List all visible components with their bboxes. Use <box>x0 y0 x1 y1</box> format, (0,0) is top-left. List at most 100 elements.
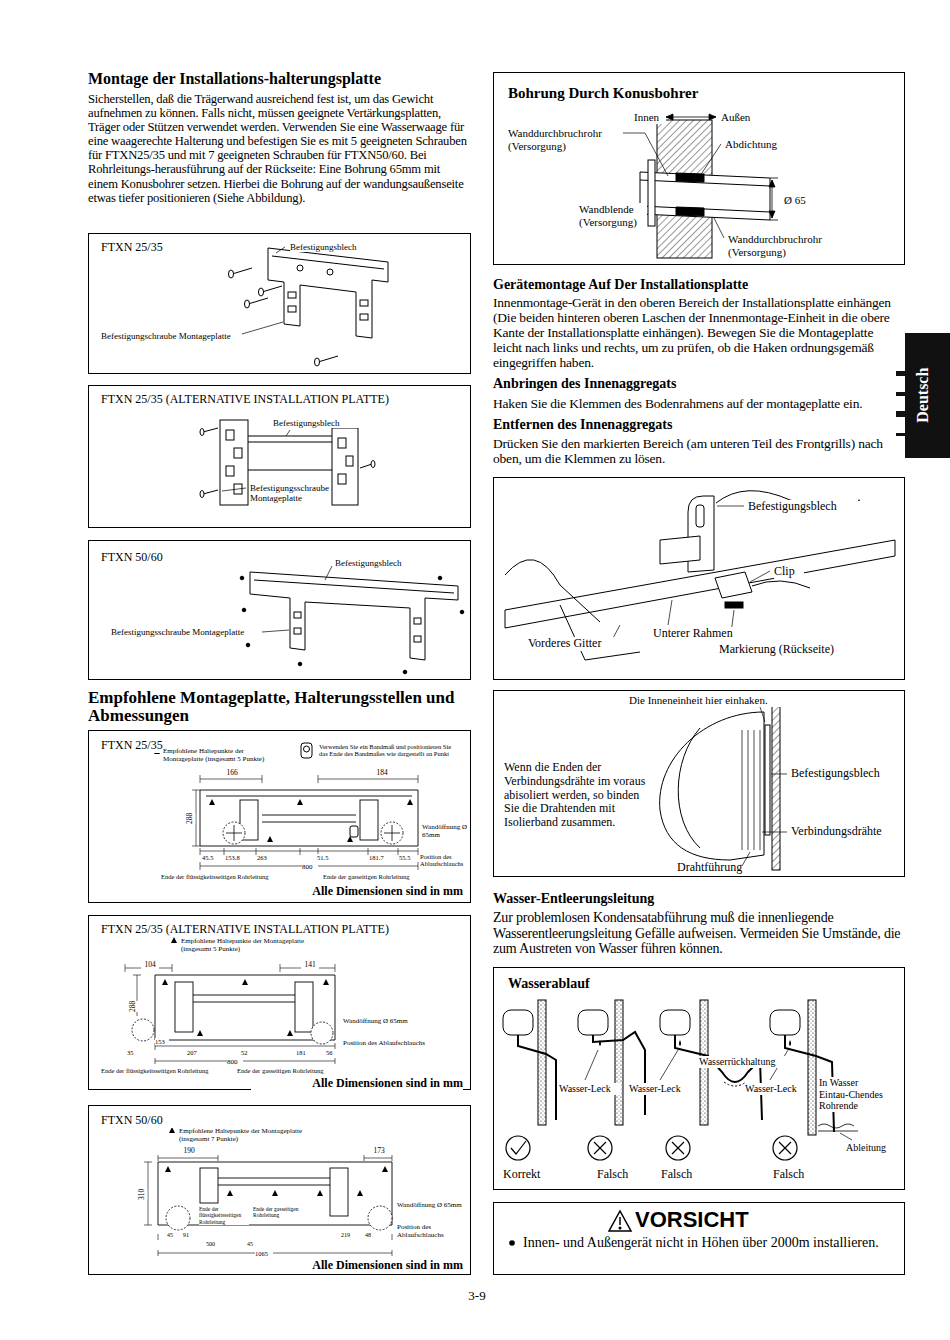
mounting-plate <box>360 314 368 320</box>
dimension: 166 <box>223 769 241 778</box>
water-drop <box>599 1040 601 1046</box>
verdict-label: Falsch <box>661 1168 701 1182</box>
verdict-icon <box>779 1142 791 1154</box>
part-label: Unterer Rahmen <box>653 627 753 641</box>
part-label: Innen <box>634 111 666 124</box>
drain-scene <box>808 1000 816 1135</box>
dimension: 1065 <box>255 1250 273 1257</box>
mounting-plate <box>250 572 458 660</box>
bullet-dot <box>509 1240 515 1246</box>
part-label: Wanddurchbruchrohr (Versorgung) <box>508 127 623 152</box>
plate-outline <box>330 1168 348 1216</box>
clip-illustration <box>725 602 743 608</box>
note-label: Verwenden Sie ein Bandmaß und positionie… <box>319 743 459 758</box>
dimension: 51.5 <box>317 854 333 861</box>
caution-heading: VORSICHT <box>635 1207 785 1232</box>
mounting-point-arrow <box>169 1127 175 1133</box>
note-label: Empfohlene Haltepunkte der Montageplatte… <box>163 747 278 763</box>
mounting-plate <box>288 306 296 312</box>
screw <box>298 662 302 666</box>
dimension-arrow <box>709 114 716 120</box>
leader-line <box>700 144 721 176</box>
dimension: 56 <box>326 1049 336 1056</box>
dimension-arrow <box>666 114 778 220</box>
plate-outline <box>158 1162 392 1225</box>
wall-opening <box>166 1206 392 1230</box>
part-label: Die Inneneinheit hier einhaken. <box>629 694 809 707</box>
drain-scene <box>503 1000 858 1135</box>
drain-scene <box>770 1010 800 1035</box>
figure-frame: BefestigungsblechClipVorderes GitterUnte… <box>493 477 905 680</box>
mounting-point-arrow <box>154 748 413 842</box>
part-label: Befestigungsblech <box>273 418 373 428</box>
mounting-plate <box>327 269 333 275</box>
mounting-plate <box>346 456 353 466</box>
drain-scene <box>660 1010 690 1035</box>
mounting-plate <box>297 265 303 271</box>
dimension-line <box>125 964 335 1064</box>
plate-outline <box>262 815 356 822</box>
wall-section <box>676 173 704 182</box>
plate-outline <box>155 975 335 1040</box>
drain-scene <box>518 1035 556 1120</box>
figure-frame: FTXN 25/35BefestigungsblechBefestigungsc… <box>88 233 471 374</box>
dimension: 190 <box>181 1147 197 1156</box>
drain-scene <box>503 1010 533 1035</box>
mounting-plate <box>220 420 358 505</box>
screw <box>229 270 234 278</box>
body-paragraph: Haken Sie die Klemmen des Bodenrahmens a… <box>493 396 905 411</box>
figure-frame: FTXN 25/35 (ALTERNATIVE INSTALLATION PLA… <box>88 915 471 1090</box>
screw <box>203 428 218 432</box>
indoor-unit <box>772 700 780 870</box>
part-label: Wandöffnung Ø 65mm <box>343 1017 433 1025</box>
mounting-plate <box>338 438 346 448</box>
plate-outline <box>206 796 412 797</box>
figure-title: Wasserablauf <box>508 976 628 992</box>
mounting-point-arrow <box>197 1030 203 1036</box>
mounting-plate <box>220 420 248 505</box>
leader-line <box>660 1050 678 1080</box>
clip-illustration <box>752 581 810 588</box>
note-label: Wenn die Enden der Verbindungsdrähte im … <box>504 761 652 830</box>
water-drop <box>599 1040 791 1046</box>
part-label: Befestigungsschraube Montageplatte <box>250 483 330 504</box>
wall-section <box>640 172 770 220</box>
screw <box>200 429 204 436</box>
part-label: Wandblende (Versorgung) <box>579 203 647 228</box>
drain-scene <box>593 1032 645 1115</box>
dimension: 184 <box>373 769 391 778</box>
section-heading: Empfohlene Montageplatte, Halterungsstel… <box>88 689 472 725</box>
indoor-unit <box>742 730 760 850</box>
mounting-point-arrow <box>323 979 329 985</box>
mounting-plate <box>360 300 368 306</box>
part-label: Befestigungsschraube Montageplatte <box>111 627 261 637</box>
part-label: Position des Ablaufschlauchs <box>397 1223 469 1239</box>
indoor-unit <box>765 725 770 835</box>
water-drop <box>679 1040 681 1046</box>
leader-line <box>612 506 770 641</box>
dimension: 153.8 <box>225 854 245 861</box>
figure-title: Bohrung Durch Konusbohrer <box>508 85 768 102</box>
verdict-icon <box>666 1136 690 1160</box>
part-label: Ende der flüssigkeitsseitigen Rohrleitun… <box>101 1067 231 1074</box>
mounting-point-arrow <box>165 1166 171 1172</box>
figure-frame: Bohrung Durch KonusbohrerInnenAußenWandd… <box>493 72 905 265</box>
screw <box>245 300 250 308</box>
dimension-arrow <box>666 114 673 120</box>
wall-section <box>640 180 770 212</box>
dimension: 263 <box>257 854 271 861</box>
verdict-icon <box>672 1142 684 1154</box>
screw <box>232 268 252 274</box>
indoor-unit <box>660 712 764 860</box>
warning-symbol <box>619 1227 621 1229</box>
leader-line <box>262 630 289 632</box>
verdict-icon <box>511 1141 526 1154</box>
verdict-icon <box>506 1136 530 1160</box>
drain-scene <box>615 1000 623 1125</box>
mounting-plate <box>268 248 388 338</box>
mounting-point-arrow <box>171 937 177 943</box>
verdict-label: Korrekt <box>503 1168 553 1182</box>
drain-scene <box>538 1000 546 1125</box>
verdict-icon <box>588 1136 612 1160</box>
leader-line <box>742 707 787 866</box>
